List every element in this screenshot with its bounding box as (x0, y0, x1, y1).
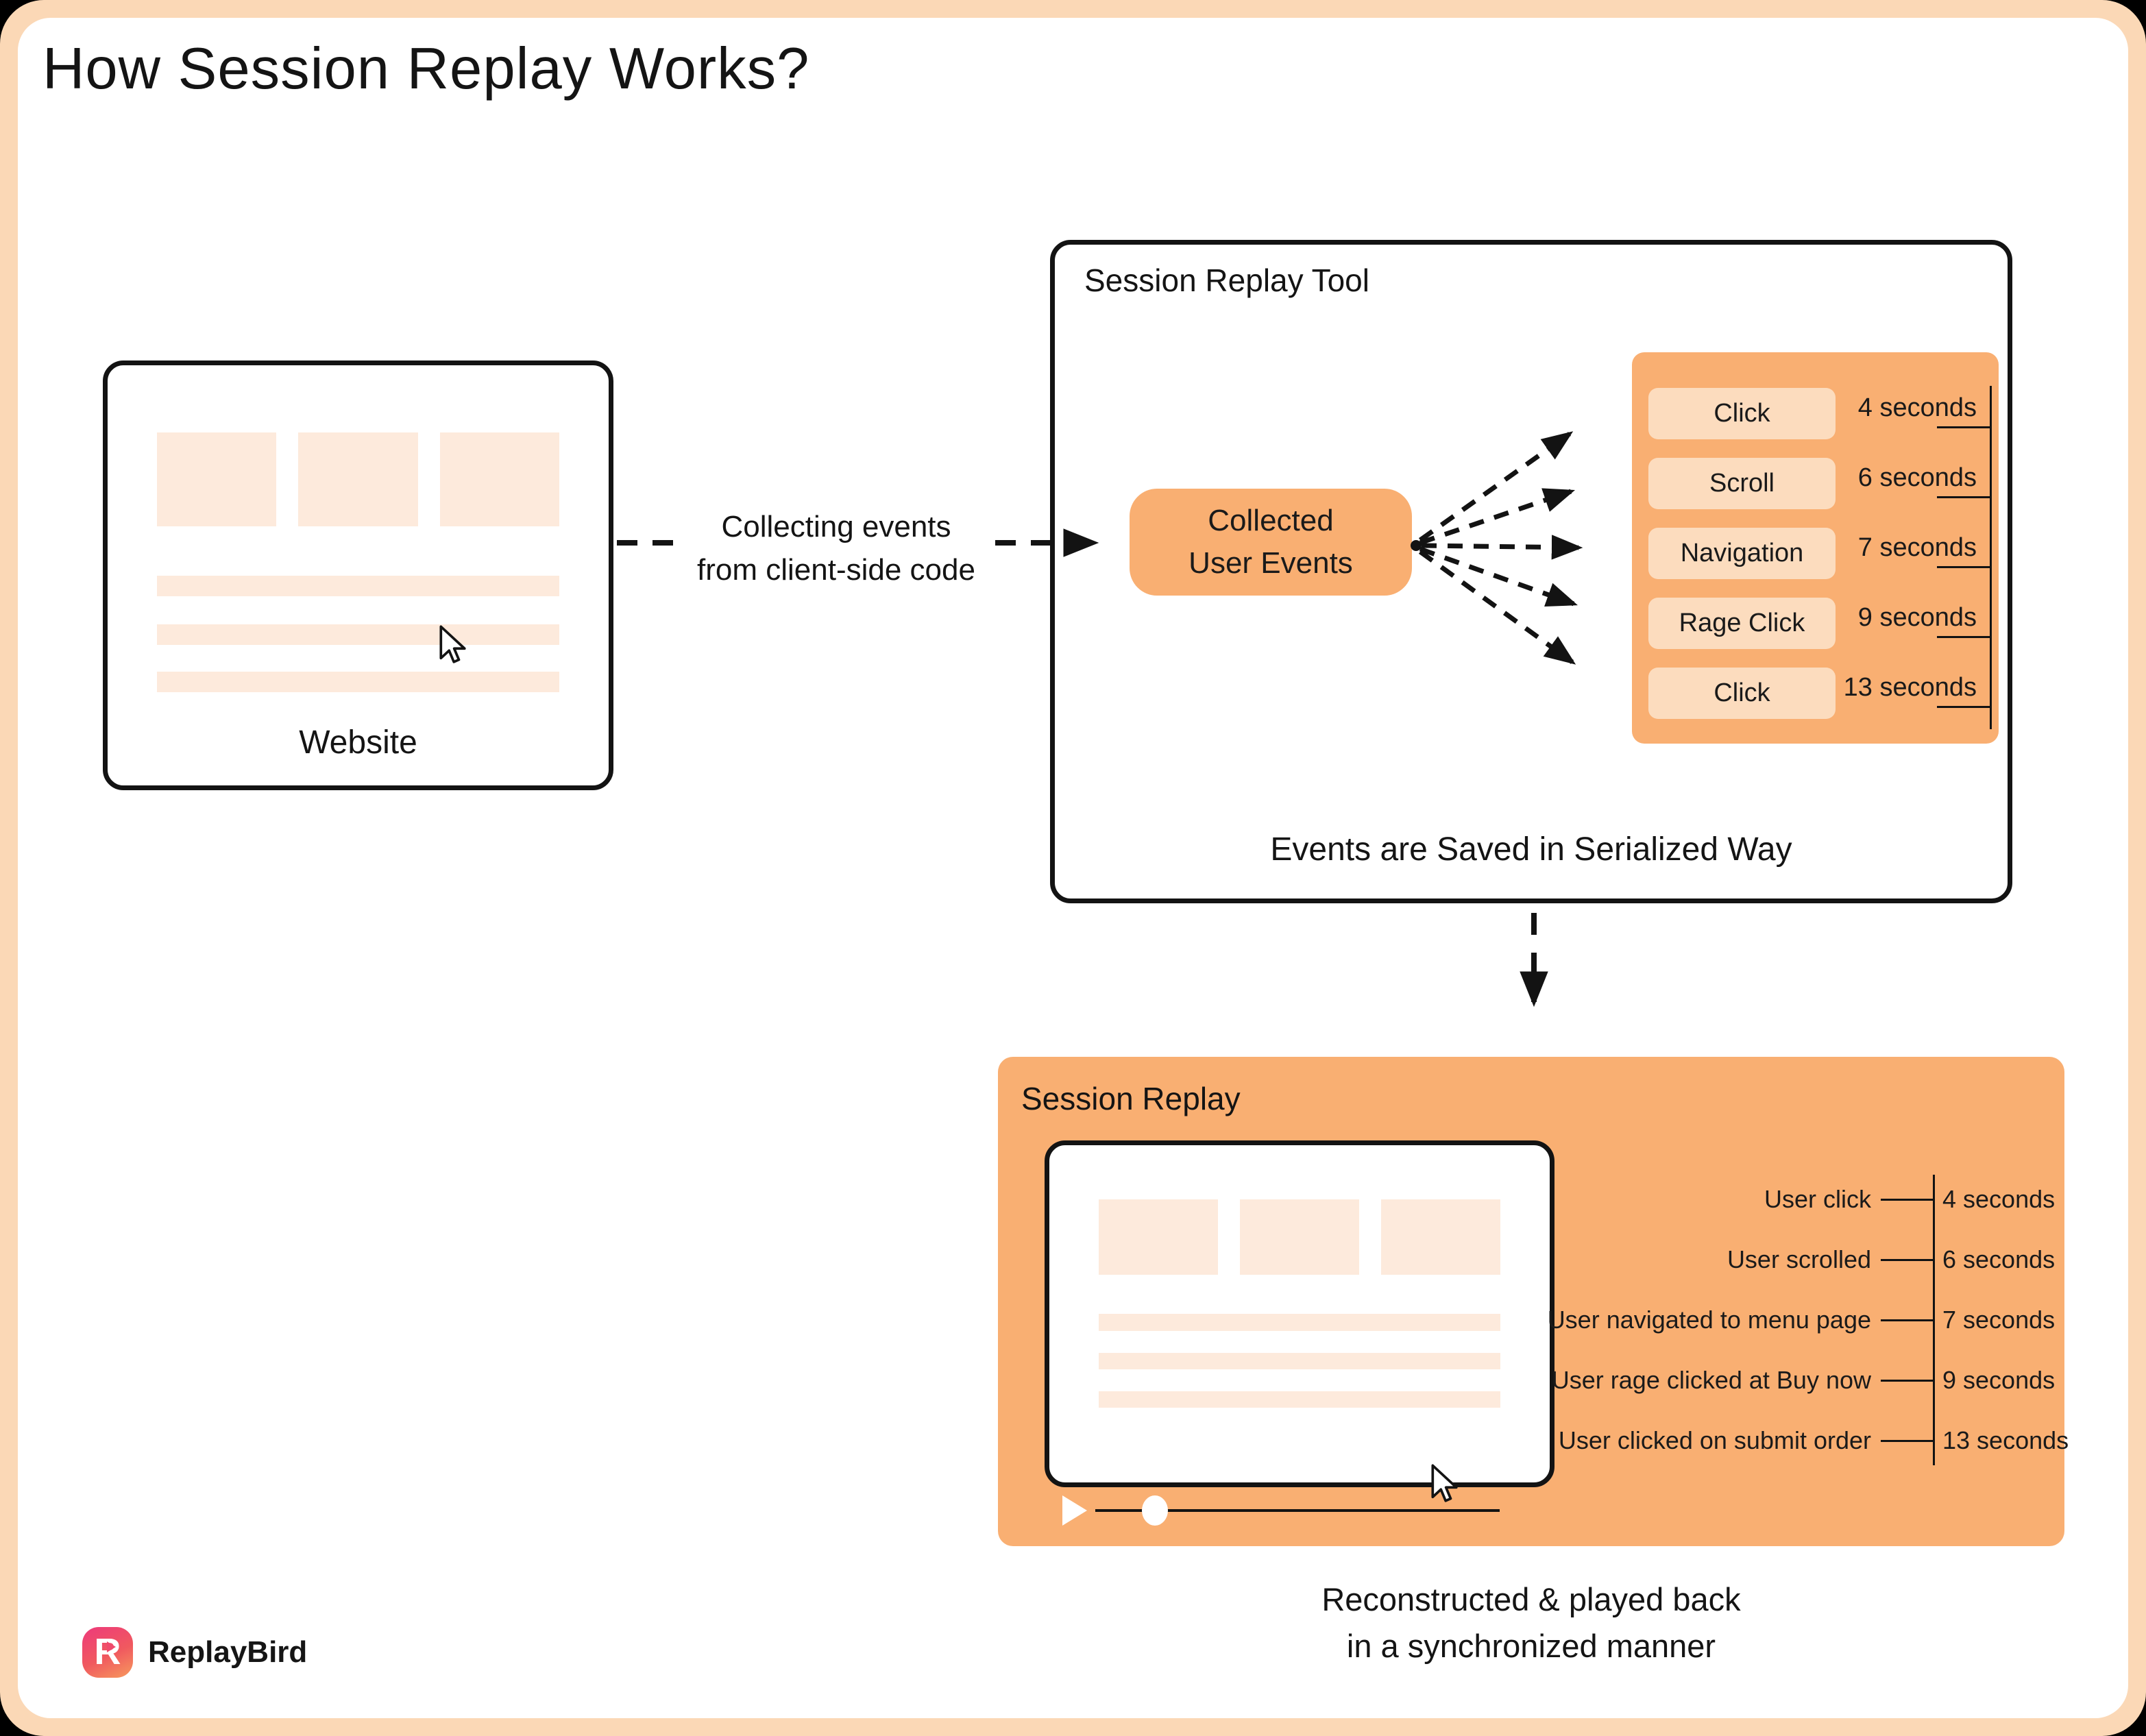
placeholder-bar (156, 671, 560, 692)
tool-event-button-click[interactable]: Click (1648, 388, 1836, 439)
replaybird-logo-icon: R (82, 1627, 133, 1678)
replay-event-row: User navigated to menu page 7 seconds (1544, 1290, 2055, 1350)
tool-event-time: 6 seconds (1834, 458, 1992, 528)
tool-event-button-rage-click[interactable]: Rage Click (1648, 598, 1836, 649)
timeline-tick (1937, 496, 1992, 498)
placeholder-bar (1098, 1314, 1501, 1331)
session-replay-title: Session Replay (1021, 1081, 1241, 1116)
collected-line1: Collected (1208, 504, 1334, 537)
placeholder-block (1239, 1199, 1360, 1275)
tool-event-time-label: 6 seconds (1857, 463, 1977, 492)
replay-event-connector (1881, 1379, 1934, 1382)
collected-user-events-box: Collected User Events (1130, 489, 1412, 596)
placeholder-block (1380, 1199, 1501, 1275)
replay-event-time: 9 seconds (1942, 1366, 2056, 1394)
collecting-events-label: Collecting events from client-side code (675, 505, 997, 591)
logo-play-icon (107, 1641, 116, 1652)
tool-event-time: 7 seconds (1834, 528, 1992, 598)
tool-event-time-label: 13 seconds (1843, 673, 1977, 702)
serialized-footer-label: Events are Saved in Serialized Way (1270, 831, 1792, 868)
placeholder-bar (156, 624, 560, 645)
tool-event-time: 13 seconds (1834, 668, 1992, 737)
tool-event-time: 9 seconds (1834, 598, 1992, 668)
placeholder-bar (156, 576, 560, 597)
placeholder-block (298, 432, 418, 527)
tool-event-time-label: 4 seconds (1857, 393, 1977, 422)
tool-event-times: 4 seconds 6 seconds 7 seconds 9 seconds 13 s… (1834, 388, 1992, 737)
replay-event-label: User scrolled (1727, 1245, 1871, 1273)
brand: R ReplayBird (82, 1627, 307, 1678)
replay-caption-line2: in a synchronized manner (1346, 1628, 1716, 1664)
replay-event-time: 13 seconds (1942, 1426, 2069, 1454)
timeline-tick (1937, 426, 1992, 428)
collecting-events-line1: Collecting events (721, 510, 951, 543)
tool-event-time: 4 seconds (1834, 388, 1992, 458)
replay-event-label: User clicked on submit order (1558, 1426, 1871, 1454)
replay-event-row: User rage clicked at Buy now 9 seconds (1544, 1350, 2055, 1410)
placeholder-bar (1098, 1353, 1501, 1370)
replay-event-row: User click 4 seconds (1544, 1169, 2055, 1230)
tool-event-button-click[interactable]: Click (1648, 668, 1836, 719)
tool-event-button-scroll[interactable]: Scroll (1648, 458, 1836, 509)
timeline-tick (1937, 566, 1992, 568)
placeholder-block (439, 432, 560, 527)
replay-event-connector (1881, 1319, 1934, 1321)
timeline-tick (1937, 706, 1992, 708)
progress-bar[interactable] (1095, 1509, 1500, 1512)
timeline-tick (1937, 636, 1992, 638)
replay-event-connector (1881, 1439, 1934, 1442)
website-label: Website (299, 724, 417, 761)
replay-website-mock (1045, 1140, 1554, 1487)
progress-knob[interactable] (1142, 1495, 1168, 1526)
timeline-axis (1990, 386, 1992, 729)
replay-event-label: User navigated to menu page (1547, 1306, 1871, 1334)
collected-line2: User Events (1188, 546, 1353, 580)
tool-event-time-label: 7 seconds (1857, 533, 1977, 562)
replay-event-row: User clicked on submit order 13 seconds (1544, 1410, 2069, 1471)
replay-event-time: 4 seconds (1942, 1185, 2056, 1213)
replay-timeline-axis (1933, 1175, 1935, 1465)
page-title: How Session Replay Works? (42, 36, 810, 101)
placeholder-block (1098, 1199, 1218, 1275)
replay-event-label: User rage clicked at Buy now (1551, 1366, 1871, 1394)
replay-event-time: 7 seconds (1942, 1306, 2056, 1334)
replay-event-connector (1881, 1198, 1934, 1201)
website-mock (103, 360, 613, 790)
replay-event-time: 6 seconds (1942, 1245, 2056, 1273)
tool-event-button-navigation[interactable]: Navigation (1648, 528, 1836, 579)
collecting-events-line2: from client-side code (697, 553, 975, 587)
placeholder-bar (1098, 1391, 1501, 1408)
replay-event-connector (1881, 1258, 1934, 1261)
placeholder-block (156, 432, 277, 527)
tool-event-time-label: 9 seconds (1857, 603, 1977, 632)
replay-caption-line1: Reconstructed & played back (1321, 1581, 1741, 1617)
play-icon[interactable] (1062, 1495, 1087, 1526)
replay-event-row: User scrolled 6 seconds (1544, 1230, 2055, 1290)
brand-name: ReplayBird (148, 1635, 308, 1669)
replay-event-label: User click (1764, 1185, 1871, 1213)
session-replay-tool-title: Session Replay Tool (1084, 262, 1369, 298)
replay-caption: Reconstructed & played back in a synchro… (1050, 1576, 2012, 1670)
